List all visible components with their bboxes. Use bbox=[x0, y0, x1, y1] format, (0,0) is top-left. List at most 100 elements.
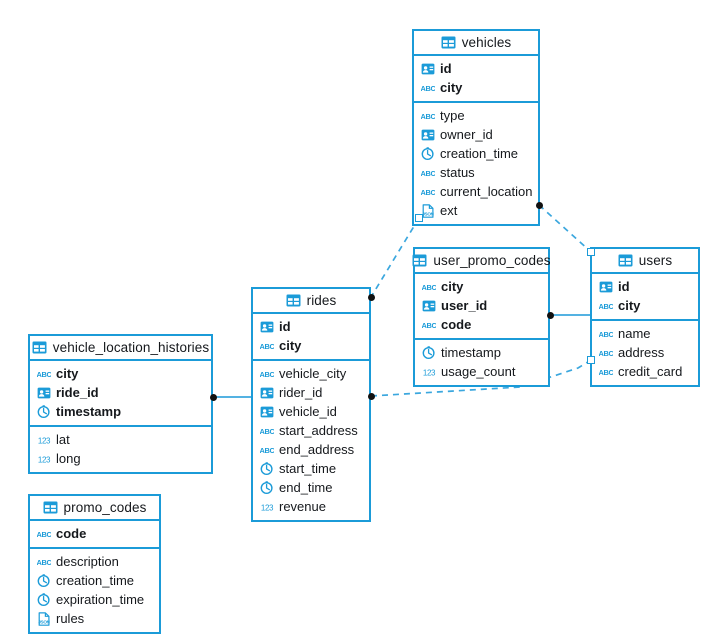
string-type-icon: ABC bbox=[260, 339, 274, 353]
entity-title: user_promo_codes bbox=[433, 253, 551, 268]
key-column-id[interactable]: id bbox=[253, 317, 369, 336]
uuid-type-icon bbox=[260, 320, 274, 334]
column-long[interactable]: 123 long bbox=[30, 449, 211, 468]
edge-dot-marker-vehicle-location-histories-rides-start bbox=[209, 393, 217, 401]
entity-title: promo_codes bbox=[63, 500, 147, 515]
entity-header-vehicles[interactable]: vehicles bbox=[414, 31, 538, 56]
svg-text:ABC: ABC bbox=[599, 302, 613, 311]
svg-text:ABC: ABC bbox=[599, 349, 613, 358]
column-end_address[interactable]: ABC end_address bbox=[253, 440, 369, 459]
key-column-id[interactable]: id bbox=[592, 277, 698, 296]
column-creation_time[interactable]: creation_time bbox=[414, 144, 538, 163]
column-name: end_address bbox=[279, 442, 355, 457]
key-column-city[interactable]: ABC city bbox=[30, 364, 211, 383]
string-type-icon: ABC bbox=[599, 365, 613, 379]
timestamp-type-icon bbox=[260, 480, 274, 495]
column-timestamp[interactable]: timestamp bbox=[415, 343, 548, 362]
json-type-icon: JSON bbox=[37, 611, 51, 626]
svg-text:ABC: ABC bbox=[260, 370, 274, 379]
key-column-ride_id[interactable]: ride_id bbox=[30, 383, 211, 402]
uuid-type-icon bbox=[599, 280, 613, 294]
json-type-icon: JSON bbox=[421, 203, 435, 218]
key-column-city[interactable]: ABC city bbox=[592, 296, 698, 315]
column-name: timestamp bbox=[56, 404, 122, 419]
svg-text:ABC: ABC bbox=[421, 188, 435, 197]
svg-text:123: 123 bbox=[38, 436, 51, 445]
table-icon bbox=[441, 36, 456, 49]
svg-text:ABC: ABC bbox=[260, 446, 274, 455]
number-type-icon: 123 bbox=[37, 433, 51, 447]
svg-text:123: 123 bbox=[38, 455, 51, 464]
string-type-icon: ABC bbox=[37, 367, 51, 381]
column-name: end_time bbox=[279, 480, 333, 495]
column-name: revenue bbox=[279, 499, 326, 514]
key-column-timestamp[interactable]: timestamp bbox=[30, 402, 211, 421]
entity-header-promo_codes[interactable]: promo_codes bbox=[30, 496, 159, 521]
uuid-type-icon bbox=[422, 299, 436, 313]
column-creation_time[interactable]: creation_time bbox=[30, 571, 159, 590]
string-type-icon: ABC bbox=[260, 424, 274, 438]
column-owner_id[interactable]: owner_id bbox=[414, 125, 538, 144]
entity-header-vehicle_location_histories[interactable]: vehicle_location_histories bbox=[30, 336, 211, 361]
column-vehicle_id[interactable]: vehicle_id bbox=[253, 402, 369, 421]
column-start_time[interactable]: start_time bbox=[253, 459, 369, 478]
column-name: lat bbox=[56, 432, 70, 447]
uuid-type-icon bbox=[421, 128, 435, 142]
entity-header-rides[interactable]: rides bbox=[253, 289, 369, 314]
entity-title: vehicle_location_histories bbox=[52, 340, 210, 355]
entity-header-user_promo_codes[interactable]: user_promo_codes bbox=[412, 249, 551, 274]
string-type-icon: ABC bbox=[421, 81, 435, 95]
uuid-type-icon bbox=[37, 386, 51, 400]
key-column-user_id[interactable]: user_id bbox=[415, 296, 548, 315]
column-rider_id[interactable]: rider_id bbox=[253, 383, 369, 402]
edge-dot-marker-user-promo-codes-users-start bbox=[546, 311, 554, 319]
key-column-id[interactable]: id bbox=[414, 59, 538, 78]
uuid-type-icon bbox=[260, 405, 274, 419]
column-name: city bbox=[56, 366, 79, 381]
column-name: long bbox=[56, 451, 81, 466]
entity-header-users[interactable]: users bbox=[592, 249, 698, 274]
column-lat[interactable]: 123 lat bbox=[30, 430, 211, 449]
svg-text:ABC: ABC bbox=[421, 169, 435, 178]
svg-text:ABC: ABC bbox=[37, 530, 51, 539]
string-type-icon: ABC bbox=[599, 346, 613, 360]
column-end_time[interactable]: end_time bbox=[253, 478, 369, 497]
svg-text:ABC: ABC bbox=[422, 283, 436, 292]
svg-text:ABC: ABC bbox=[422, 321, 436, 330]
column-name: city bbox=[618, 298, 641, 313]
column-name: id bbox=[440, 61, 452, 76]
string-type-icon: ABC bbox=[421, 166, 435, 180]
column-expiration_time[interactable]: expiration_time bbox=[30, 590, 159, 609]
timestamp-type-icon bbox=[37, 573, 51, 588]
